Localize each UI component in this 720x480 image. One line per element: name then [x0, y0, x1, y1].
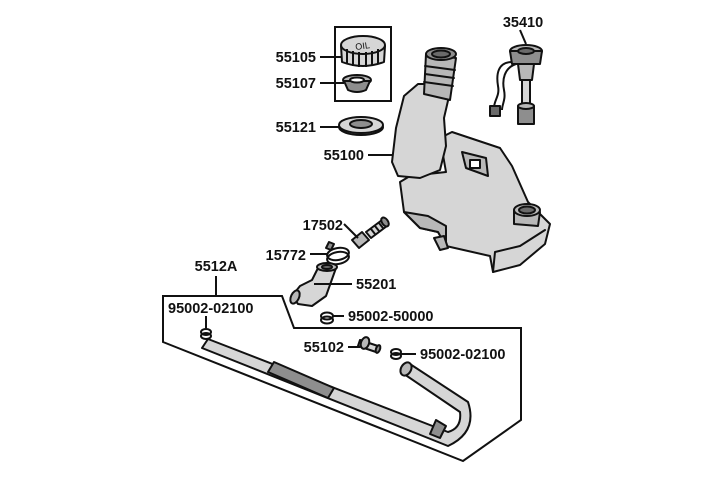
label-55121: 55121: [276, 120, 316, 136]
label-15772: 15772: [266, 248, 306, 264]
label-55102: 55102: [304, 340, 344, 356]
hose-assembly-group-frame: [162, 295, 522, 463]
label-55100: 55100: [324, 148, 364, 164]
label-17502: 17502: [303, 218, 343, 234]
label-35410: 35410: [503, 15, 543, 31]
clamp-95002-02100-right: [390, 348, 402, 360]
clamp-95002-02100-left: [200, 328, 212, 340]
label-95002-02100-b: 95002-02100: [420, 347, 505, 363]
cap-gasket: [342, 74, 372, 93]
leader-17502: [343, 223, 359, 239]
label-55201: 55201: [356, 277, 396, 293]
cap-group-box: [334, 26, 392, 102]
oil-tank: [391, 47, 551, 273]
label-5512A: 5512A: [195, 259, 238, 275]
oil-hose: [201, 338, 472, 447]
clamp-95002-50000: [320, 311, 334, 325]
hose-joint: [357, 336, 382, 354]
label-95002-02100-a: 95002-02100: [168, 301, 253, 317]
mounting-bolt: [351, 216, 390, 249]
oil-filler-cap: OIL: [340, 35, 386, 67]
label-95002-50000: 95002-50000: [348, 309, 433, 325]
label-55105: 55105: [276, 50, 316, 66]
oil-level-sender: [489, 44, 543, 125]
elbow-fitting: [289, 262, 338, 307]
label-55107: 55107: [276, 76, 316, 92]
spring-clamp-15772: [325, 241, 350, 266]
cap-oil-marking: OIL: [355, 40, 371, 52]
leader-35410: [519, 29, 527, 45]
neck-seal-ring: [338, 116, 384, 136]
